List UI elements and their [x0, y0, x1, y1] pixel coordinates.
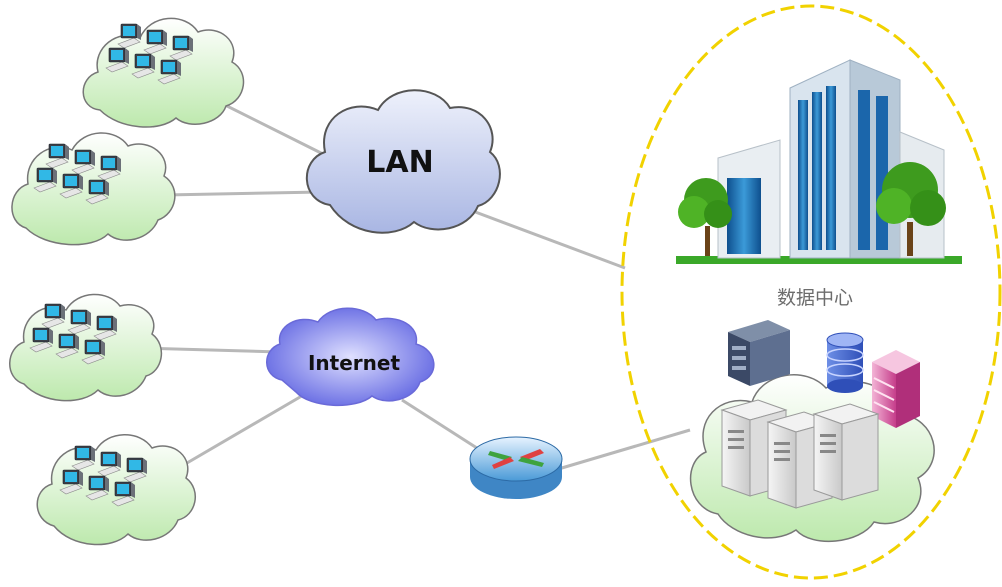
client-cluster-1	[82, 17, 245, 128]
link-lan-datacenter	[469, 208, 626, 270]
cloud-shape	[305, 89, 501, 234]
client-cluster-2	[11, 132, 176, 246]
office-building-icon	[676, 59, 962, 264]
internet-label: Internet	[308, 351, 400, 375]
tree-icon	[876, 162, 946, 256]
link-router-datacenter	[554, 428, 691, 472]
connection-lines	[139, 98, 691, 472]
storage-icon	[872, 350, 920, 428]
link-cluster1-lan	[214, 98, 326, 157]
link-internet-router	[401, 398, 481, 452]
cloud-shape	[266, 307, 435, 406]
client-cluster-4	[36, 434, 196, 546]
lan-cloud: LAN	[305, 89, 501, 234]
server-cloud	[689, 320, 935, 543]
datacenter-boundary	[620, 4, 1002, 580]
tree-icon	[678, 178, 732, 256]
database-icon	[826, 332, 864, 393]
datacenter-label: 数据中心	[776, 287, 853, 309]
server-icon	[812, 403, 880, 501]
link-cluster4-internet	[174, 388, 313, 472]
lan-label: LAN	[366, 145, 433, 180]
link-cluster2-lan	[164, 190, 323, 197]
link-cluster3-internet	[139, 346, 281, 354]
router-icon	[469, 436, 563, 499]
internet-cloud: Internet	[266, 307, 435, 406]
server-icon	[728, 320, 790, 386]
client-cluster-3	[9, 293, 163, 402]
